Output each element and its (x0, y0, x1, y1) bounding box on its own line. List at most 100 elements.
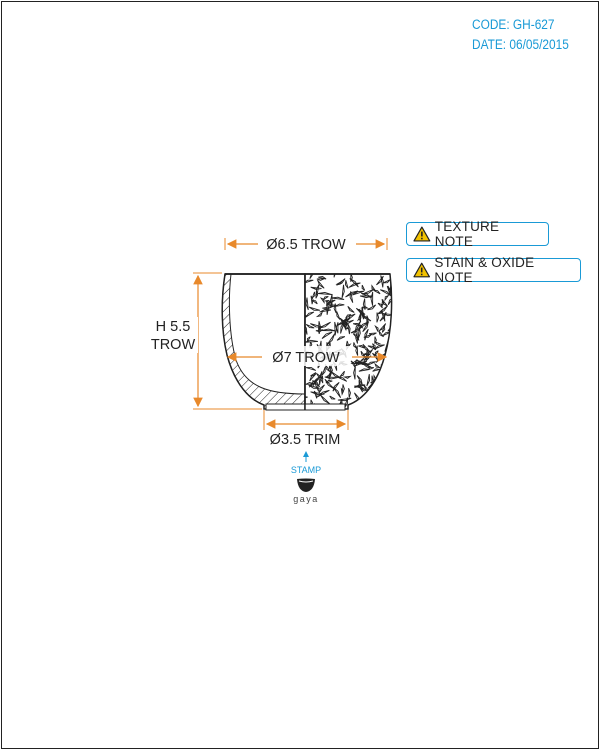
texture-shard (353, 342, 357, 349)
texture-shard (376, 312, 380, 323)
texture-shard (372, 368, 380, 372)
texture-shard (340, 320, 345, 334)
texture-shard (319, 297, 325, 304)
stamp-label: STAMP (291, 465, 321, 475)
texture-shard (316, 278, 325, 281)
texture-shard (335, 280, 343, 285)
texture-shard (358, 368, 370, 372)
texture-shard (305, 367, 317, 371)
dimension-foot-diameter: Ø3.5 TRIM (263, 410, 349, 448)
texture-shard (305, 297, 309, 311)
texture-note-label: TEXTURE NOTE (434, 219, 500, 249)
texture-shard (324, 364, 331, 373)
texture-shard (374, 387, 384, 397)
texture-shard (384, 388, 392, 396)
texture-shard (374, 344, 385, 350)
texture-shard (318, 371, 323, 385)
texture-shard (346, 313, 356, 322)
texture-shard (366, 315, 369, 324)
texture-shard (348, 388, 351, 398)
texture-shard (321, 366, 326, 376)
texture-shard (313, 380, 320, 392)
texture-shard (322, 296, 329, 301)
texture-shard (381, 389, 385, 402)
texture-shard (393, 297, 396, 305)
texture-shard (389, 333, 392, 340)
texture-shard (318, 384, 325, 394)
texture-shard (366, 374, 371, 387)
texture-shard (391, 279, 392, 293)
texture-shard (354, 384, 366, 388)
texture-note-button[interactable]: TEXTURE NOTE (406, 219, 549, 249)
texture-shard (336, 336, 346, 341)
texture-shard (318, 321, 321, 332)
height-label-value: H 5.5 (156, 319, 191, 335)
stamp-brand: gaya (293, 494, 319, 504)
texture-shard (354, 320, 362, 334)
texture-shard (389, 336, 392, 349)
texture-shard (305, 323, 315, 329)
texture-shard (308, 384, 320, 389)
texture-shard (355, 401, 368, 405)
texture-shard (350, 359, 358, 365)
texture-shard (318, 321, 331, 329)
texture-shard (336, 317, 348, 327)
texture-shard (369, 400, 379, 407)
texture-shard (362, 288, 375, 295)
warning-icon (413, 262, 431, 278)
stain-oxide-note-button[interactable]: STAIN & OXIDE NOTE (406, 255, 581, 285)
texture-shard (315, 329, 324, 333)
texture-shard (356, 375, 363, 386)
texture-shard (339, 370, 345, 378)
texture-shard (350, 360, 356, 369)
texture-shard (327, 304, 338, 308)
texture-shard (373, 289, 381, 295)
texture-shard (347, 305, 355, 313)
title-block: CODE: GH-627 DATE: 06/05/2015 (472, 15, 569, 55)
texture-shard (318, 291, 332, 296)
texture-shard (310, 391, 325, 396)
texture-shard (380, 289, 392, 297)
texture-shard (384, 399, 392, 403)
texture-shard (336, 311, 341, 320)
texture-shard (315, 284, 320, 296)
texture-shard (319, 309, 331, 313)
height-label-unit: TROW (151, 337, 196, 353)
texture-shard (386, 285, 391, 296)
stamp-logo-icon (297, 478, 315, 492)
texture-shard (353, 366, 356, 380)
texture-shard (355, 345, 359, 356)
texture-shard (317, 279, 325, 289)
texture-shard (348, 282, 361, 288)
texture-shard (358, 321, 370, 330)
texture-shard (381, 299, 385, 307)
texture-shard (384, 294, 390, 302)
texture-shard (344, 280, 349, 289)
texture-shard (355, 331, 358, 344)
stamp-callout: STAMP gaya (291, 451, 321, 504)
texture-shard (325, 379, 333, 384)
texture-shard (390, 378, 392, 386)
texture-shard (329, 395, 336, 400)
texture-shard (319, 394, 331, 405)
texture-shard (374, 324, 379, 332)
texture-shard (320, 375, 324, 384)
texture-shard (358, 400, 364, 407)
cup-section-left (221, 273, 306, 411)
dimension-mid-diameter: Ø7 TROW (226, 346, 388, 366)
drawing-date: DATE: 06/05/2015 (472, 37, 569, 52)
texture-shard (308, 378, 319, 388)
texture-shard (335, 322, 339, 334)
texture-shard (372, 343, 376, 350)
texture-shard (328, 369, 334, 380)
texture-shard (324, 376, 338, 380)
texture-shard (375, 386, 386, 396)
cup-textured-right (304, 273, 396, 411)
texture-shard (383, 366, 390, 379)
top-diameter-label: Ø6.5 TROW (266, 237, 346, 253)
texture-shard (374, 336, 377, 344)
texture-shard (345, 314, 352, 319)
texture-shard (321, 328, 336, 332)
texture-shard (383, 279, 391, 284)
texture-shard (343, 323, 351, 330)
